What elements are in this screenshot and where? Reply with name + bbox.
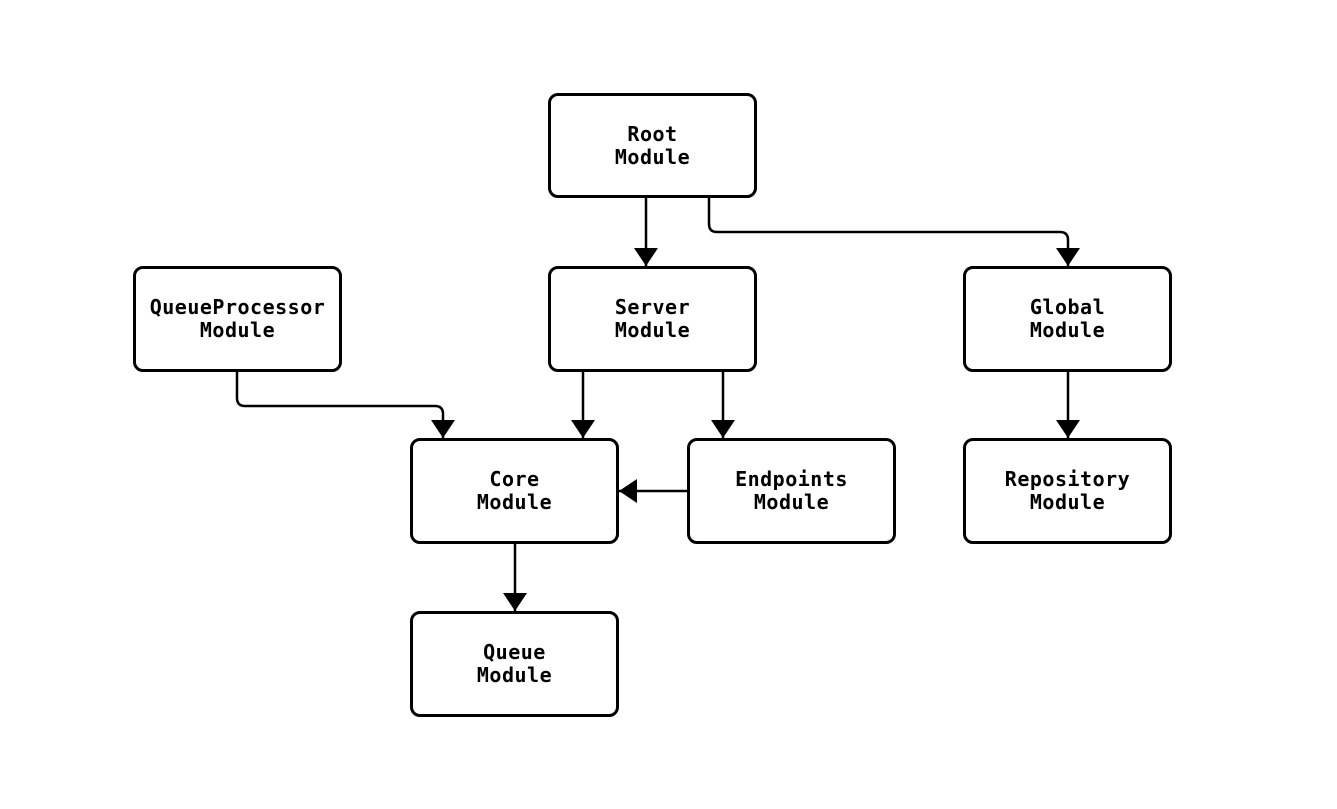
- diagram-node-core: Core Module: [410, 438, 619, 544]
- diagram-node-server: Server Module: [548, 266, 757, 372]
- node-label-server: Server Module: [614, 295, 691, 342]
- node-label-queueprocessor: QueueProcessor Module: [149, 295, 326, 342]
- node-label-root: Root Module: [614, 121, 691, 169]
- node-label-queue: Queue Module: [476, 640, 553, 687]
- node-label-global: Global Module: [1029, 295, 1106, 342]
- diagram-node-repository: Repository Module: [963, 438, 1172, 544]
- diagram-node-queue: Queue Module: [410, 611, 619, 717]
- node-label-core: Core Module: [476, 467, 553, 514]
- diagram-node-root: Root Module: [548, 93, 757, 198]
- diagram-node-endpoints: Endpoints Module: [687, 438, 896, 544]
- diagram-node-queueprocessor: QueueProcessor Module: [133, 266, 342, 372]
- node-label-endpoints: Endpoints Module: [735, 467, 848, 514]
- node-label-repository: Repository Module: [1004, 467, 1131, 514]
- edge-queueprocessor-to-core: [235, 372, 455, 438]
- diagram-node-global: Global Module: [963, 266, 1172, 372]
- edge-root-to-global: [707, 198, 1080, 266]
